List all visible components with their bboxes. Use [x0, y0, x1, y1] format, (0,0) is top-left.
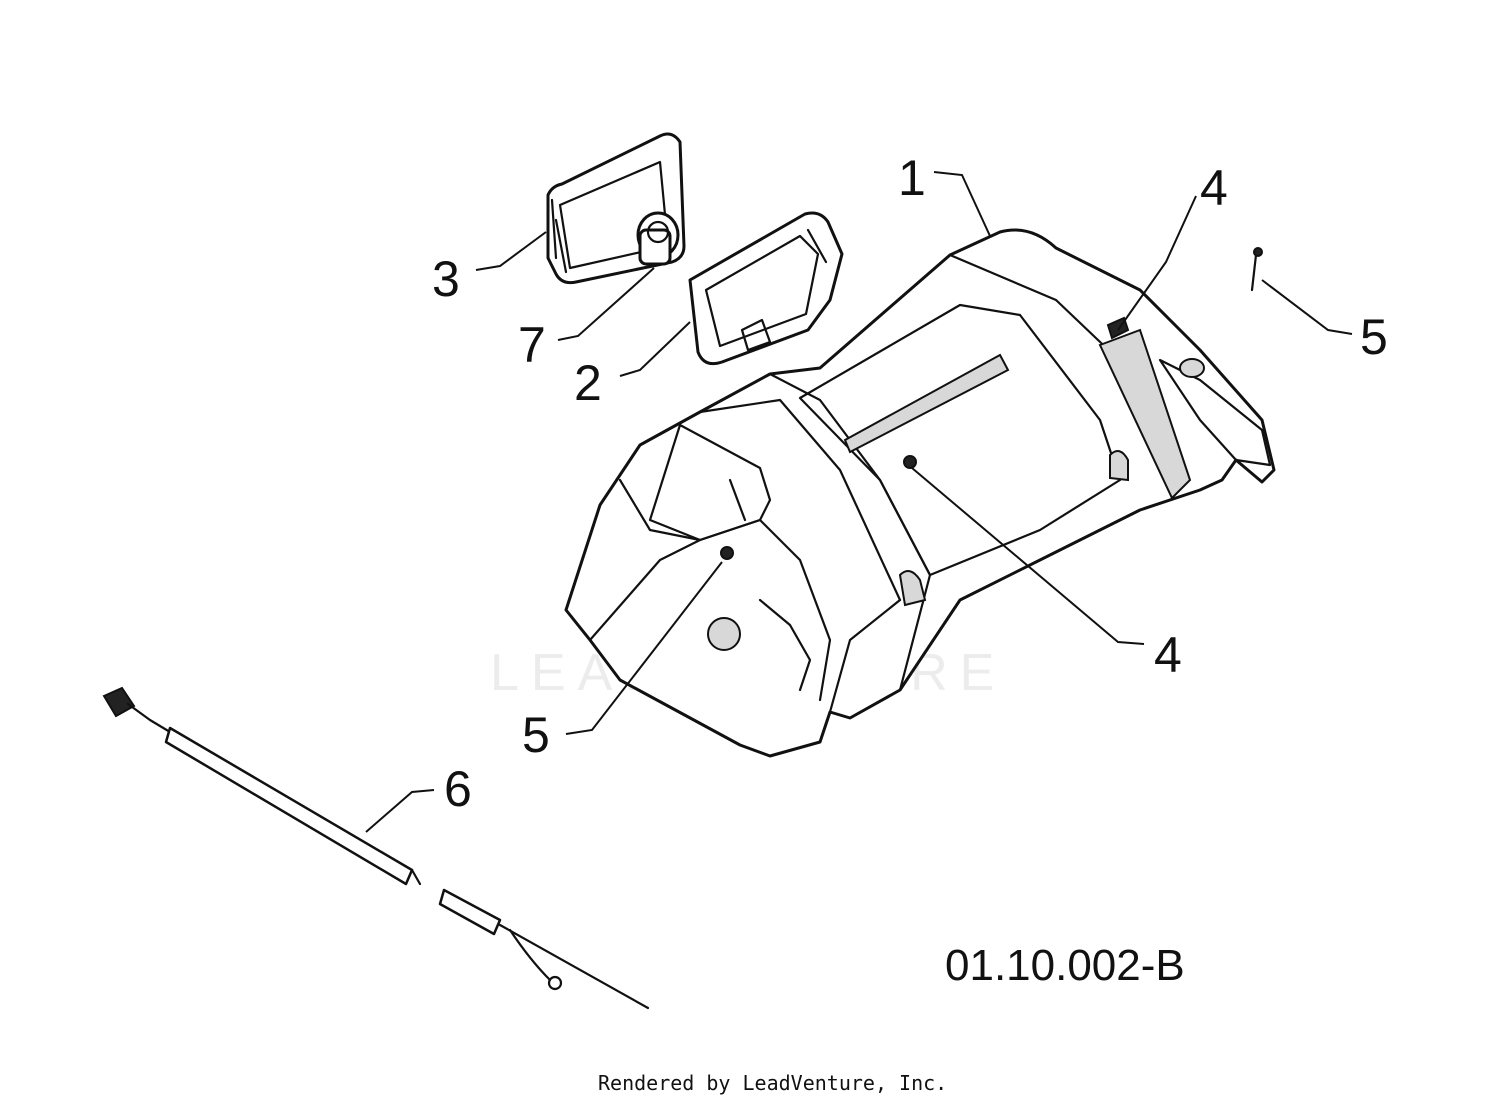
callout-7: 7 [518, 317, 546, 373]
leader-lines [365, 171, 1353, 833]
part-1-hood [564, 228, 1276, 758]
callout-5-right: 5 [1360, 309, 1388, 365]
drawing-code: 01.10.002-B [945, 941, 1185, 990]
callout-5-lower: 5 [522, 707, 550, 763]
callout-4-lower: 4 [1154, 627, 1182, 683]
callout-2: 2 [574, 355, 602, 411]
part-2-bezel [688, 211, 844, 366]
part-5-screw-front [720, 546, 734, 560]
callout-1: 1 [898, 150, 926, 206]
part-7-bulb [636, 211, 680, 266]
callout-6: 6 [444, 761, 472, 817]
render-credit: Rendered by LeadVenture, Inc. [598, 1071, 947, 1095]
callout-4-upper: 4 [1200, 160, 1228, 216]
callout-3: 3 [432, 251, 460, 307]
part-6-cable [102, 686, 650, 1010]
part-4-grommet-left [903, 455, 917, 469]
part-5-screw-top [1250, 247, 1263, 292]
